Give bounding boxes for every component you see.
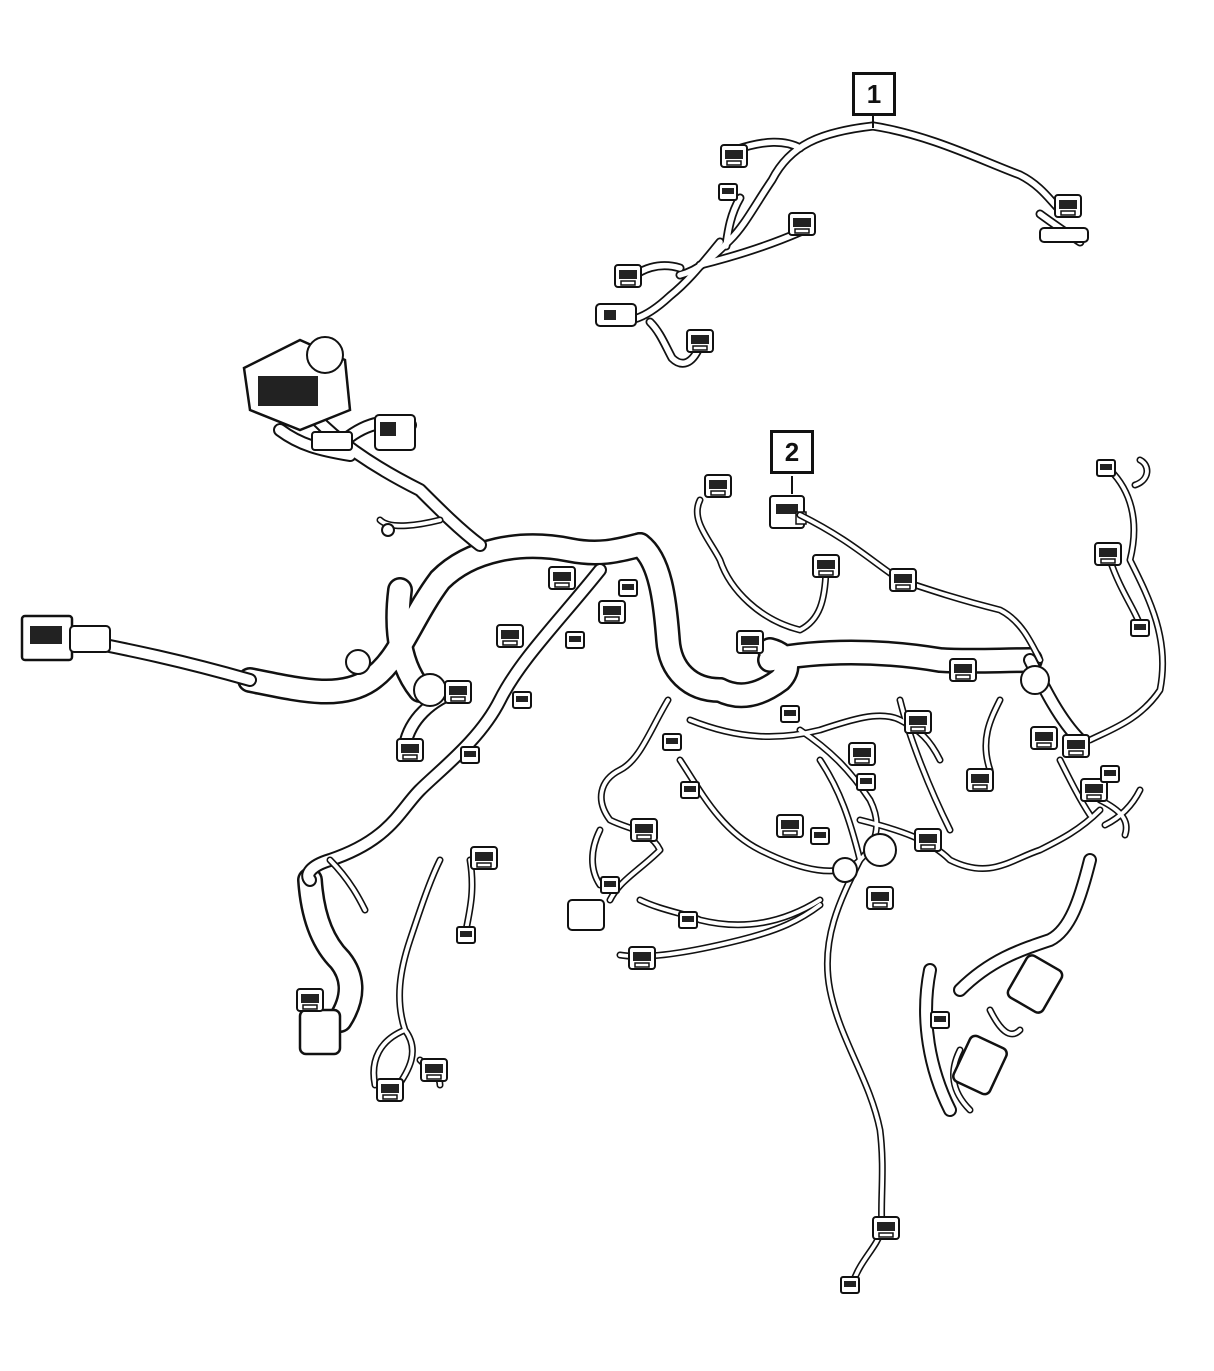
grommet-icon	[345, 649, 1050, 883]
connector-icon	[686, 329, 714, 353]
connector-icon	[614, 264, 642, 288]
connector-icon	[718, 183, 738, 201]
main-harness	[20, 336, 1167, 1294]
inline-connector-icon	[311, 414, 416, 451]
pcm-connector-icon	[242, 336, 352, 432]
callout-label-1: 1	[852, 72, 896, 116]
callout-label-2: 2	[770, 430, 814, 474]
ring-terminal-icon	[381, 523, 395, 537]
sub-harness-1	[595, 116, 1089, 368]
connector-icon	[1054, 194, 1082, 218]
connector-icon	[788, 212, 816, 236]
sensor-icon	[298, 899, 1064, 1096]
connector-icon	[720, 144, 748, 168]
main-connector-icon	[20, 614, 111, 662]
bracket-icon	[595, 227, 1089, 327]
part-2-connector	[769, 476, 807, 529]
